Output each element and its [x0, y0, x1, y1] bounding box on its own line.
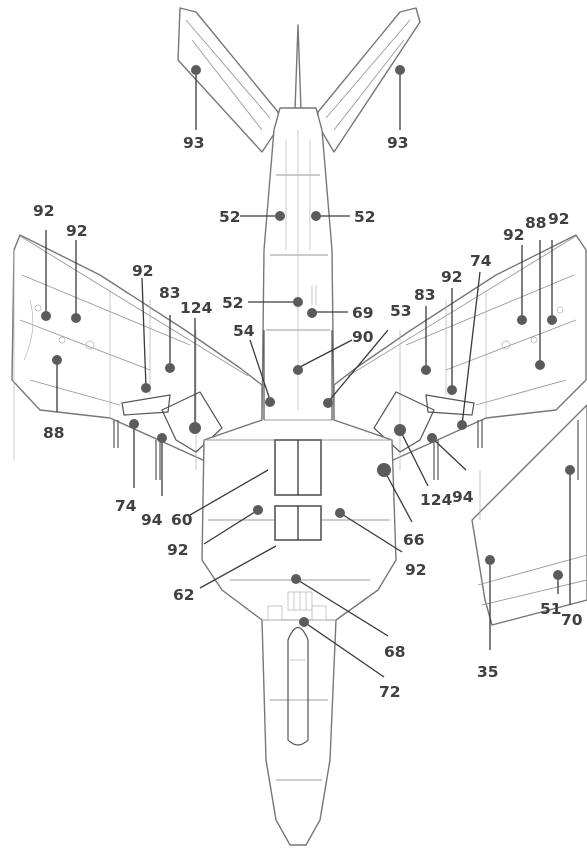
callout-72: 72 — [379, 683, 401, 701]
callout-124: 124 — [420, 491, 453, 509]
marker-dot — [275, 211, 285, 221]
callout-70: 70 — [561, 611, 583, 629]
callout-90: 90 — [352, 328, 374, 346]
callout-52: 52 — [222, 294, 244, 312]
marker-dot — [71, 313, 81, 323]
marker-dot — [547, 315, 557, 325]
callout-68: 68 — [384, 643, 406, 661]
marker-dot — [307, 308, 317, 318]
callout-92: 92 — [132, 262, 154, 280]
marker-dot — [395, 65, 405, 75]
marker-dot — [189, 422, 201, 434]
marker-dot — [377, 463, 391, 477]
callout-60: 60 — [171, 511, 193, 529]
marker-dot — [421, 365, 431, 375]
callout-94: 94 — [452, 488, 474, 506]
marker-dot — [165, 363, 175, 373]
callout-66: 66 — [403, 531, 425, 549]
marker-dot — [335, 508, 345, 518]
tailplane — [177, 7, 421, 153]
callout-88: 88 — [525, 214, 547, 232]
callout-92: 92 — [405, 561, 427, 579]
marker-dot — [553, 570, 563, 580]
callout-94: 94 — [141, 511, 163, 529]
marker-dot — [293, 365, 303, 375]
marker-dot — [323, 398, 333, 408]
marker-dot — [293, 297, 303, 307]
marker-dot — [517, 315, 527, 325]
marker-dot — [253, 505, 263, 515]
marker-dot — [41, 311, 51, 321]
callout-62: 62 — [173, 586, 195, 604]
left-wing — [11, 234, 263, 480]
callout-52: 52 — [219, 208, 241, 226]
callout-93-right: 93 — [387, 134, 409, 152]
callout-83: 83 — [414, 286, 436, 304]
callout-92: 92 — [66, 222, 88, 240]
marker-dot — [191, 65, 201, 75]
marker-dot — [265, 397, 275, 407]
callout-52: 52 — [354, 208, 376, 226]
callout-74: 74 — [115, 497, 137, 515]
callout-88: 88 — [43, 424, 65, 442]
marker-dot — [311, 211, 321, 221]
marker-dot — [447, 385, 457, 395]
marker-dot — [565, 465, 575, 475]
callout-92: 92 — [503, 226, 525, 244]
callout-92: 92 — [167, 541, 189, 559]
marker-dot — [141, 383, 151, 393]
callout-93-left: 93 — [183, 134, 205, 152]
marker-dot — [394, 424, 406, 436]
marker-dot — [157, 433, 167, 443]
marker-dot — [457, 420, 467, 430]
callout-53: 53 — [390, 302, 412, 320]
marker-dots — [41, 65, 575, 627]
callout-labels: 93 93 52 52 52 69 90 53 54 92 92 92 83 1… — [33, 134, 583, 701]
marker-dot — [52, 355, 62, 365]
marker-dot — [129, 419, 139, 429]
callout-83: 83 — [159, 284, 181, 302]
marker-dot — [299, 617, 309, 627]
callout-54: 54 — [233, 322, 255, 340]
callout-74: 74 — [470, 252, 492, 270]
right-wing-outer-detail — [471, 404, 587, 626]
bomb-bays — [274, 439, 322, 541]
callout-92: 92 — [33, 202, 55, 220]
callout-92: 92 — [441, 268, 463, 286]
callout-92: 92 — [548, 210, 570, 228]
marker-dot — [427, 433, 437, 443]
callout-69: 69 — [352, 304, 374, 322]
callout-124: 124 — [180, 299, 213, 317]
callout-51: 51 — [540, 600, 562, 618]
marker-dot — [291, 574, 301, 584]
marker-dot — [535, 360, 545, 370]
callout-35: 35 — [477, 663, 499, 681]
leader-lines — [45, 70, 571, 678]
marker-dot — [485, 555, 495, 565]
